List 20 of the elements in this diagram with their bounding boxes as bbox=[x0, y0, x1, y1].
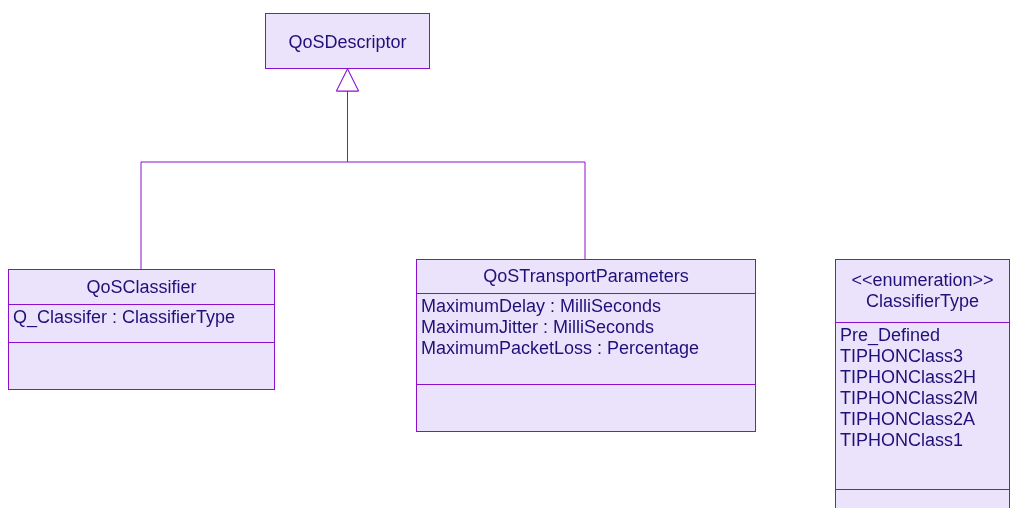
class-box bbox=[416, 259, 756, 432]
enum-literal: TIPHONClass2M bbox=[840, 388, 979, 409]
attribute-text: MaximumJitter : MilliSeconds bbox=[421, 317, 656, 338]
class-box bbox=[835, 259, 1010, 508]
class-name: QoSDescriptor bbox=[287, 31, 408, 53]
class-name: ClassifierType bbox=[864, 291, 980, 312]
generalization-arrow bbox=[336, 68, 586, 260]
enum-literal: TIPHONClass3 bbox=[840, 346, 965, 367]
attribute-text: MaximumPacketLoss : Percentage bbox=[421, 338, 701, 359]
stereotype-label: <<enumeration>> bbox=[850, 270, 995, 291]
attribute-text: Q_Classifer : ClassifierType bbox=[13, 307, 237, 328]
enum-literal: Pre_Defined bbox=[840, 325, 942, 346]
class-box bbox=[8, 269, 275, 390]
enum-literal: TIPHONClass1 bbox=[840, 430, 965, 451]
class-name: QoSTransportParameters bbox=[482, 266, 690, 287]
enum-literal: TIPHONClass2A bbox=[840, 409, 977, 430]
class-box bbox=[265, 13, 430, 69]
enum-literal: TIPHONClass2H bbox=[840, 367, 978, 388]
attribute-text: MaximumDelay : MilliSeconds bbox=[421, 296, 663, 317]
class-name: QoSClassifier bbox=[85, 276, 198, 298]
